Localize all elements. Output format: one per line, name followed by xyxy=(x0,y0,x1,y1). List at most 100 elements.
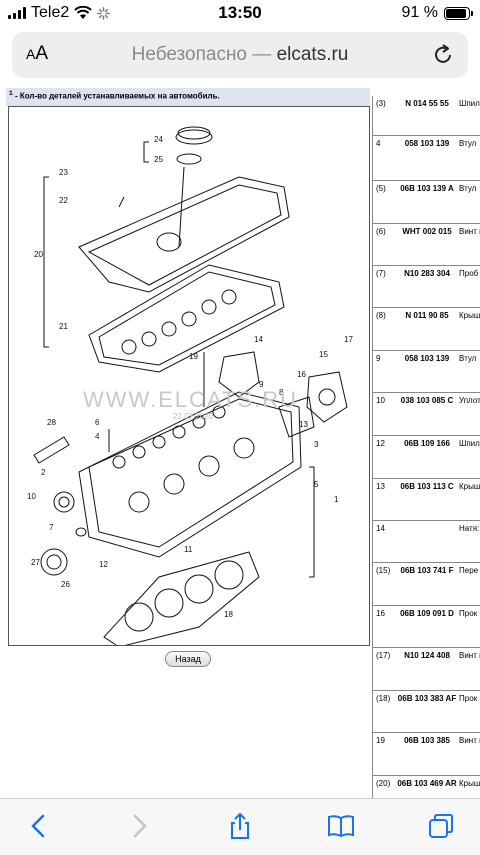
part-number[interactable]: 06B 109 166 xyxy=(404,439,450,448)
callout-label[interactable]: 13 xyxy=(299,420,308,429)
part-position: 4 xyxy=(376,139,381,148)
chevron-right-icon[interactable] xyxy=(124,811,154,841)
part-number[interactable]: 058 103 139 xyxy=(404,354,450,363)
part-description: Винт голов шайб xyxy=(459,651,480,660)
battery-icon xyxy=(444,6,473,20)
callout-label[interactable]: 6 xyxy=(95,418,100,427)
callout-label[interactable]: 19 xyxy=(189,352,198,361)
callout-label[interactable]: 4 xyxy=(95,432,100,441)
callout-label[interactable]: 11 xyxy=(184,545,193,554)
part-row[interactable]: 10 038 103 085 C Уплот вала правс xyxy=(373,393,480,436)
part-position: 13 xyxy=(376,482,385,491)
part-position: 12 xyxy=(376,439,385,448)
part-position: (5) xyxy=(376,184,386,193)
status-bar: Tele2 13:50 91 % xyxy=(0,0,480,28)
part-number[interactable]: 06B 103 383 AF xyxy=(397,694,457,703)
part-number[interactable]: N10 283 304 xyxy=(404,269,450,278)
callout-label[interactable]: 22 xyxy=(59,196,68,205)
callout-label[interactable]: 16 xyxy=(297,370,306,379)
callout-label[interactable]: 3 xyxy=(314,440,319,449)
callout-label[interactable]: 9 xyxy=(259,380,264,389)
share-icon[interactable] xyxy=(225,811,255,841)
callout-label[interactable]: 5 xyxy=(314,480,319,489)
carrier-label: Tele2 xyxy=(31,4,70,21)
part-description: Уплот вала правс xyxy=(459,396,480,405)
callout-label[interactable]: 10 xyxy=(27,492,36,501)
watermark-date: 22.02.2020 xyxy=(173,412,214,421)
callout-label[interactable]: 12 xyxy=(99,560,108,569)
url-display[interactable]: Небезопасно — elcats.ru xyxy=(12,44,468,66)
part-description: Прок xyxy=(459,609,478,618)
callout-label[interactable]: 27 xyxy=(31,558,40,567)
part-number[interactable]: 06B 103 113 C xyxy=(400,482,454,491)
callout-label[interactable]: 25 xyxy=(154,155,163,164)
part-number[interactable]: 06B 103 741 F xyxy=(400,566,454,575)
callout-label[interactable]: 7 xyxy=(49,523,54,532)
callout-label[interactable]: 8 xyxy=(279,388,284,397)
part-number[interactable]: 038 103 085 C xyxy=(400,396,454,405)
part-number[interactable]: WHT 002 015 xyxy=(402,227,452,236)
callout-label[interactable]: 2 xyxy=(41,468,46,477)
part-number[interactable]: N 011 90 85 xyxy=(405,311,449,320)
callout-label[interactable]: 28 xyxy=(47,418,56,427)
text-size-button[interactable]: AA xyxy=(26,43,49,64)
insecure-label: Небезопасно — xyxy=(131,44,272,65)
cellular-signal-icon xyxy=(8,7,26,19)
part-position: 9 xyxy=(376,354,381,363)
part-position: (15) xyxy=(376,566,391,575)
part-description: Винт голов (комб xyxy=(459,736,480,745)
callout-label[interactable]: 26 xyxy=(61,580,70,589)
cylinder-head-drawing: 24 25 23 22 20 21 19 14 15 17 16 13 28 6 4 9 8 3 2 10 5 7 1 27 1… xyxy=(27,126,353,648)
callout-label[interactable]: 17 xyxy=(344,335,353,344)
book-icon[interactable] xyxy=(326,811,356,841)
callout-label[interactable]: 21 xyxy=(59,322,68,331)
part-number[interactable]: 06B 109 091 D xyxy=(400,609,454,618)
status-time: 13:50 xyxy=(218,3,262,22)
wifi-icon xyxy=(74,6,92,19)
part-number[interactable]: 058 103 139 xyxy=(404,139,450,148)
part-number[interactable]: 06B 103 139 A xyxy=(400,184,454,193)
domain-label: elcats.ru xyxy=(276,44,349,65)
browser-toolbar xyxy=(0,798,480,855)
callout-label[interactable]: 24 xyxy=(154,135,163,144)
reload-icon[interactable] xyxy=(430,42,456,68)
callout-label[interactable]: 1 xyxy=(334,495,339,504)
back-button[interactable]: Назад xyxy=(165,651,211,667)
web-content: 1 - Кол-во деталей устанавливаемых на ав… xyxy=(0,86,480,798)
callout-label[interactable]: 14 xyxy=(254,335,263,344)
tabs-icon[interactable] xyxy=(426,811,456,841)
part-position: (20) xyxy=(376,779,391,788)
address-bar[interactable]: AA Небезопасно — elcats.ru xyxy=(12,32,468,78)
part-description: Крыш xyxy=(459,311,480,320)
part-number[interactable]: N 014 55 55 xyxy=(405,99,449,108)
part-number[interactable]: 06B 103 469 AR xyxy=(397,779,457,788)
callout-label[interactable]: 15 xyxy=(319,350,328,359)
part-number[interactable]: 06B 103 385 xyxy=(404,736,450,745)
chevron-left-icon[interactable] xyxy=(24,811,54,841)
callout-label[interactable]: 18 xyxy=(224,610,233,619)
part-position: 10 xyxy=(376,396,385,405)
part-description: Натя: см. п прим xyxy=(459,524,480,533)
callout-label[interactable]: 23 xyxy=(59,168,68,177)
callout-label[interactable]: 20 xyxy=(34,250,43,259)
part-description: Винт голов много xyxy=(459,227,480,236)
footnote-text: - Кол-во деталей устанавливаемых на авто… xyxy=(14,91,220,101)
parts-diagram[interactable]: 24 25 23 22 20 21 19 14 15 17 16 13 28 6 4 9 8 3 2 10 5 7 1 27 1… xyxy=(8,106,370,648)
part-number[interactable]: N10 124 408 xyxy=(404,651,450,660)
